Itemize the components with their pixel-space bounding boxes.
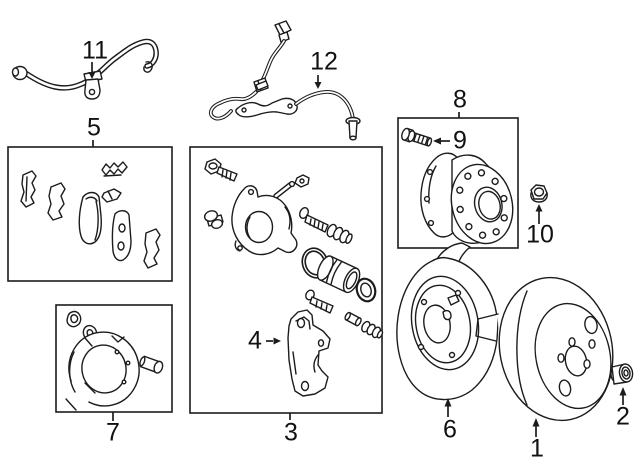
wheel-stud-drawing: [401, 127, 433, 147]
callout-12-abs-speed-sensor[interactable]: 12: [310, 47, 338, 76]
arrow-12: [314, 82, 322, 89]
arrow-6: [444, 398, 452, 407]
arrow-10: [535, 204, 543, 212]
callout-3-caliper-assembly[interactable]: 3: [284, 418, 298, 447]
callout-10-hub-nut[interactable]: 10: [526, 220, 554, 249]
hub-nut-drawing: [530, 184, 548, 203]
brake-hose-drawing: [11, 38, 159, 100]
callout-8-hub-and-bearing[interactable]: 8: [453, 85, 467, 114]
brake-shoe-kit-drawing: [55, 304, 173, 413]
arrow-1: [532, 418, 540, 427]
callout-7-brake-shoe-kit[interactable]: 7: [106, 418, 120, 447]
abs-sensor-drawing: [208, 20, 361, 141]
callout-2-bearing-cap[interactable]: 2: [616, 402, 630, 431]
caliper-bracket-drawing: [287, 309, 331, 397]
callout-4-caliper-bracket[interactable]: 4: [248, 326, 262, 355]
bearing-cap-drawing: [610, 363, 634, 385]
caliper-assembly-drawing: [189, 146, 384, 414]
callout-9-wheel-stud[interactable]: 9: [453, 126, 467, 155]
splash-shield-drawing: [396, 242, 499, 401]
callout-leaders: [88, 62, 627, 437]
callout-1-brake-rotor[interactable]: 1: [530, 434, 544, 463]
brake-pad-kit-drawing: [7, 146, 173, 282]
hub-bearing-drawing: [397, 117, 519, 249]
callout-11-brake-hose[interactable]: 11: [82, 36, 108, 65]
callout-6-splash-shield[interactable]: 6: [443, 415, 457, 444]
callout-5-brake-pad-kit[interactable]: 5: [87, 113, 101, 142]
arrow-9: [433, 137, 441, 145]
arrow-2: [619, 387, 627, 396]
arrow-11: [88, 72, 96, 79]
arrow-4: [273, 337, 281, 345]
brake-rotor-drawing: [498, 276, 614, 422]
